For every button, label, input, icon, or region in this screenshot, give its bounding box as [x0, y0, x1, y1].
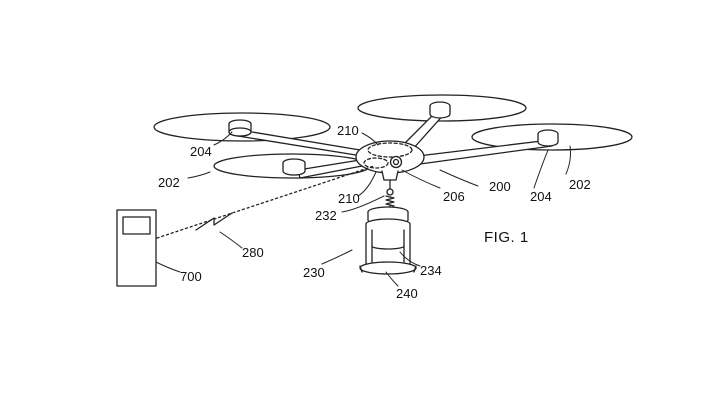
leader-lines	[155, 131, 571, 287]
label-motor-right: 204	[530, 189, 552, 204]
label-body-top: 210	[337, 123, 359, 138]
label-canister: 234	[420, 263, 442, 278]
label-payload-assembly: 230	[303, 265, 325, 280]
payload-canister	[359, 206, 417, 275]
label-camera: 206	[443, 189, 465, 204]
label-controller: 700	[180, 269, 202, 284]
lightning-bolt	[195, 212, 233, 231]
figure-title: FIG. 1	[484, 229, 529, 246]
label-rotor-left: 202	[158, 175, 180, 190]
signal-line	[156, 165, 375, 239]
label-motor-left: 204	[190, 144, 212, 159]
label-signal: 280	[242, 245, 264, 260]
motor-hubs	[228, 101, 559, 176]
tether-spring	[385, 179, 395, 209]
drone-body	[355, 140, 425, 181]
label-rotor-right: 202	[569, 177, 591, 192]
label-payload: 240	[396, 286, 418, 301]
label-body-bottom: 210	[338, 191, 360, 206]
label-drone: 200	[489, 179, 511, 194]
label-tether: 232	[315, 208, 337, 223]
remote-controller	[116, 209, 157, 287]
